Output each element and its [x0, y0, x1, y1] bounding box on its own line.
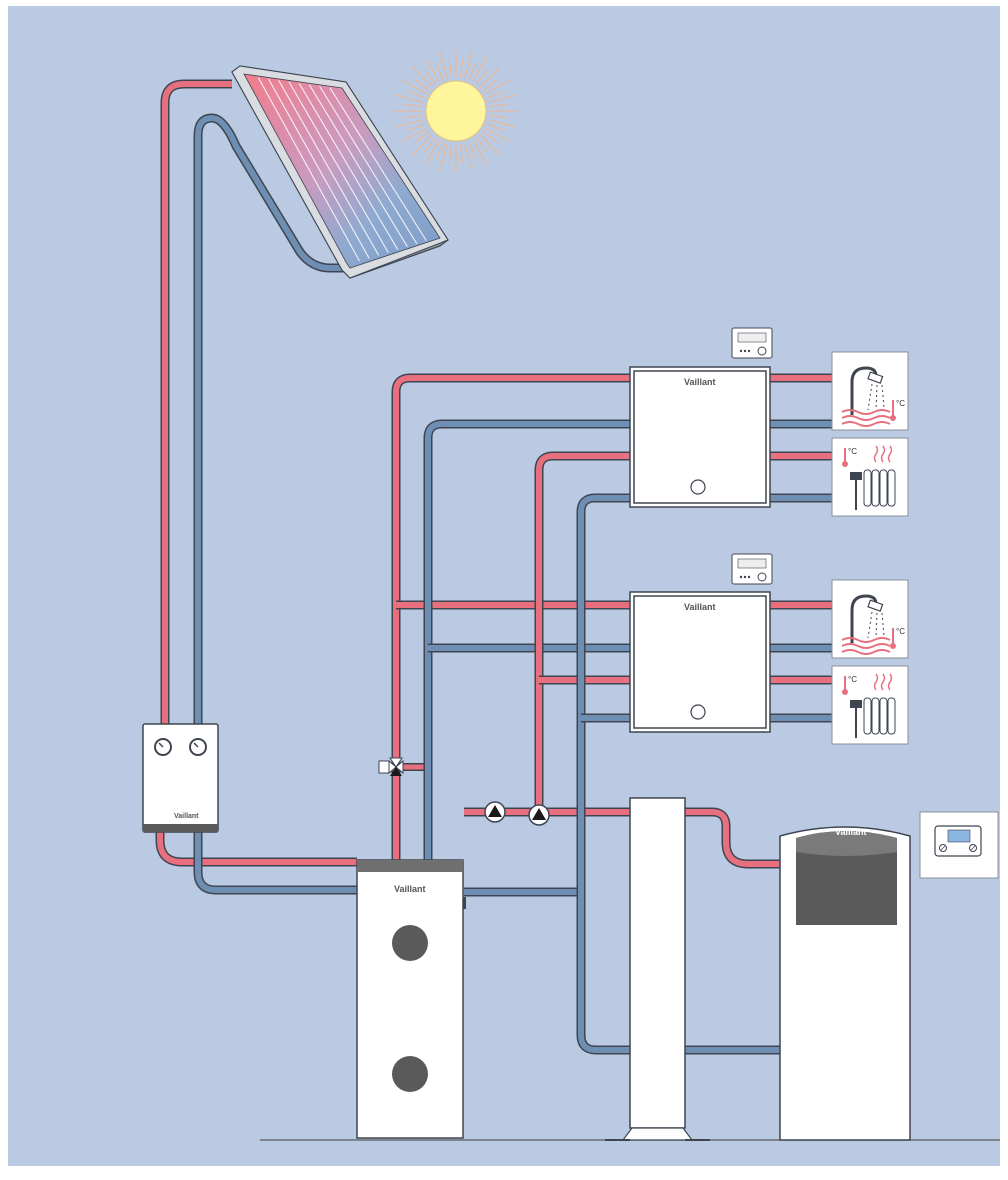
sun-ray [487, 123, 505, 132]
absorber-tube [298, 82, 399, 250]
dhw-return-riser [423, 419, 630, 860]
room-controller-2-icon [731, 553, 773, 585]
tank-coil-upper [392, 925, 428, 961]
sun-ray [476, 137, 489, 153]
gauge-right-icon [189, 738, 207, 756]
pipe-network [155, 79, 832, 1055]
unit-1-brand-label: Vaillant [684, 377, 716, 387]
sun-ray [402, 79, 427, 95]
sun-ray [424, 140, 440, 165]
sun-ray [448, 144, 453, 163]
absorber-tube [329, 87, 427, 242]
pump-icon-riser [528, 804, 550, 826]
sun-ray [404, 103, 423, 108]
room-controller-1-icon [731, 327, 773, 359]
tank-top-cap [357, 860, 463, 872]
sun-ray [414, 78, 430, 91]
sun-ray [487, 90, 505, 99]
boiler-icon: Vaillant [779, 826, 911, 1141]
sun-ray [407, 90, 425, 99]
solar-pump-station-icon: Vaillant [142, 723, 219, 833]
sun-ray [404, 114, 423, 119]
sun-ray [411, 66, 433, 88]
radiator-icon-2: °C [831, 665, 909, 745]
flat-unit-1-icon: Vaillant [629, 366, 771, 508]
hot-water-tap-icon-1: °C [831, 351, 909, 431]
solar-flow-pipe [155, 79, 357, 867]
sun-ray [464, 50, 473, 79]
absorber-tube [288, 81, 389, 253]
sun-ray [479, 66, 501, 88]
solar-return-pipe [193, 113, 357, 895]
absorber-tube [308, 84, 408, 247]
solar-collector-icon [231, 65, 449, 279]
radiator-2-temp-unit: °C [848, 675, 857, 684]
system-controller-icon [919, 811, 999, 879]
sun-ray [423, 69, 436, 85]
flat-unit-2-icon: Vaillant [629, 591, 771, 733]
sun-ray [464, 143, 473, 172]
sun-icon [394, 49, 518, 173]
unit-2-brand-label: Vaillant [684, 602, 716, 612]
sun-ray [489, 114, 508, 119]
sun-ray [485, 79, 510, 95]
unit-1-outlets [770, 373, 832, 503]
sun-ray [459, 144, 464, 163]
absorber-tube [267, 78, 370, 259]
sun-ray [476, 69, 489, 85]
mixing-valve-icon [378, 757, 404, 776]
sun-ray [489, 103, 508, 108]
dhw-flow-riser [391, 373, 630, 860]
gauge-left-icon [154, 738, 172, 756]
sun-ray [395, 119, 424, 128]
sun-ray [488, 94, 517, 103]
sun-ray [472, 57, 488, 82]
sun-ray [485, 127, 510, 143]
sun-ray [472, 140, 488, 165]
sun-ray [414, 131, 430, 144]
sun-ray [468, 62, 477, 80]
heating-return-riser [464, 493, 780, 1055]
radiator-1-temp-unit: °C [848, 447, 857, 456]
sun-ray [402, 127, 427, 143]
unit-2-outlets [770, 600, 832, 723]
sun-ray [411, 134, 433, 156]
shower-1-temp-unit: °C [896, 399, 905, 408]
sun-ray [395, 94, 424, 103]
absorber-tube [257, 77, 361, 262]
shower-2-temp-unit: °C [896, 627, 905, 636]
station-brand-label: Vaillant [174, 813, 199, 820]
boiler-brand-label: Vaillant [835, 827, 867, 837]
tank-coil-lower [392, 1056, 428, 1092]
sun-ray [448, 59, 453, 78]
tank-brand-label: Vaillant [394, 884, 426, 894]
sun-ray [479, 134, 501, 156]
sun-ray [468, 142, 477, 160]
sun-ray [482, 78, 498, 91]
sun-ray [488, 119, 517, 128]
storage-tank-icon: Vaillant [356, 859, 466, 1139]
sun-ray [435, 142, 444, 160]
sun-ray [439, 50, 448, 79]
sun-ray [482, 131, 498, 144]
sun-ray [424, 57, 440, 82]
pump-icon-tank-outlet [484, 801, 506, 823]
absorber-tube [319, 85, 418, 245]
absorber-tube [278, 80, 380, 256]
sun-ray [435, 62, 444, 80]
hot-water-tap-icon-2: °C [831, 579, 909, 659]
sun-ray [439, 143, 448, 172]
sun-ray [459, 59, 464, 78]
sun-ray [407, 123, 425, 132]
radiator-icon-1: °C [831, 437, 909, 517]
hydraulic-separator-icon [605, 797, 710, 1141]
sun-ray [423, 137, 436, 153]
